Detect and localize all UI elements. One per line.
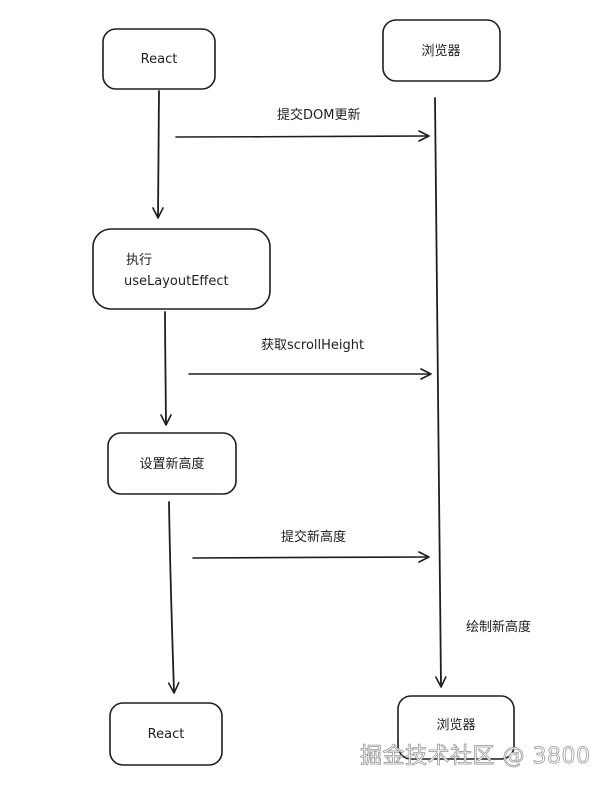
label-get-scroll-height: 获取scrollHeight [261, 338, 364, 353]
arrow-browser-timeline [434, 97, 447, 688]
node-set-height-label: 设置新高度 [139, 456, 204, 472]
watermark-text: 掘金技术社区 @ 3800 [360, 744, 591, 770]
node-react-top: React [102, 28, 216, 90]
node-react-bottom-label: React [148, 727, 185, 742]
node-react-top-label: React [141, 52, 178, 67]
node-browser-bottom: 浏览器 [397, 695, 515, 760]
arrow-submit-height [192, 551, 430, 563]
label-submit-dom: 提交DOM更新 [277, 107, 360, 123]
node-browser-bottom-label: 浏览器 [436, 717, 475, 733]
arrow-set-height-to-react [167, 501, 180, 694]
node-set-height: 设置新高度 [107, 432, 237, 495]
node-browser-top: 浏览器 [382, 19, 501, 82]
label-paint-height: 绘制新高度 [466, 619, 531, 635]
node-execute-label-line1: 执行 [126, 253, 152, 268]
label-submit-height: 提交新高度 [281, 529, 346, 545]
node-execute-layout-effect: 执行 useLayoutEffect [92, 228, 271, 310]
node-react-bottom: React [109, 702, 223, 766]
node-execute-label-line2: useLayoutEffect [124, 274, 229, 289]
arrow-react-to-execute [152, 90, 164, 219]
arrow-execute-to-set-height [160, 311, 172, 426]
arrow-submit-dom [175, 130, 430, 142]
node-browser-top-label: 浏览器 [421, 43, 460, 59]
